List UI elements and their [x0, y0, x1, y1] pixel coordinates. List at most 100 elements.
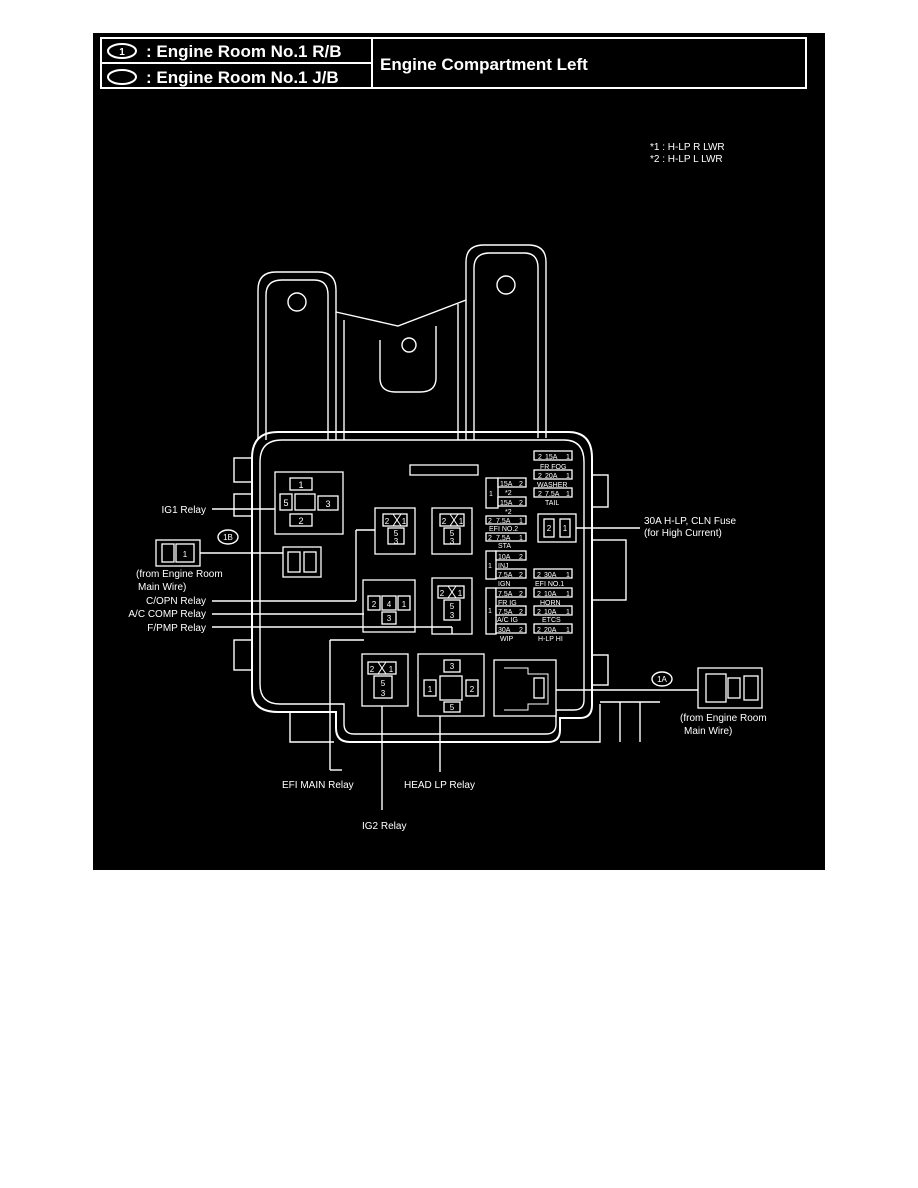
jb-legend-label: : Engine Room No.1 J/B	[146, 68, 339, 87]
svg-text:2: 2	[537, 591, 541, 598]
fuse-30a-label: 30A H-LP, CLN Fuse	[644, 516, 737, 527]
ig1-relay-label: IG1 Relay	[162, 505, 206, 516]
svg-text:2: 2	[519, 609, 523, 616]
svg-text:2: 2	[537, 572, 541, 579]
svg-text:TAIL: TAIL	[545, 500, 559, 507]
svg-text:4: 4	[387, 600, 392, 609]
svg-text:1: 1	[183, 550, 188, 559]
mount-hole-left-icon	[287, 292, 307, 312]
svg-text:2: 2	[519, 572, 523, 579]
svg-text:WASHER: WASHER	[537, 482, 567, 489]
svg-text:A/C IG: A/C IG	[497, 617, 518, 624]
svg-text:7.5A: 7.5A	[496, 518, 511, 525]
svg-text:30A: 30A	[544, 572, 557, 579]
svg-text:1: 1	[566, 609, 570, 616]
svg-text:10A: 10A	[544, 591, 557, 598]
svg-text:5: 5	[283, 498, 288, 508]
rb-symbol-icon	[107, 43, 137, 59]
svg-text:3: 3	[381, 689, 386, 698]
connector-1a: 1A (from Engine Room Main Wire)	[556, 667, 767, 737]
fpmp-relay-label: F/PMP Relay	[147, 623, 206, 634]
connector-1b-label: 1B	[223, 533, 233, 542]
connector-1b: 1 1B (from Engine Room Main Wire)	[136, 529, 283, 593]
svg-text:3: 3	[387, 614, 392, 623]
connector-1a-slot	[493, 659, 557, 717]
fuse-column-a: 2 15A 1 FR FOG 2 20A 1 WASHER 2 7.5A 1 T…	[533, 450, 573, 507]
svg-text:HORN: HORN	[540, 600, 561, 607]
svg-text:10A: 10A	[498, 554, 511, 561]
svg-text:IGN: IGN	[498, 581, 510, 588]
svg-text:EFI NO.2: EFI NO.2	[489, 526, 518, 533]
fuse-30a: 2 1	[537, 513, 577, 543]
head-lp-relay: 3 1 2 5	[417, 653, 485, 717]
svg-text:15A: 15A	[500, 481, 513, 488]
svg-text:7.5A: 7.5A	[545, 491, 560, 498]
svg-text:2: 2	[538, 473, 542, 480]
svg-text:2: 2	[298, 516, 303, 526]
rb-legend-label: : Engine Room No.1 R/B	[146, 42, 342, 61]
svg-text:2: 2	[538, 491, 542, 498]
header-table: 1 : Engine Room No.1 R/B : Engine Room N…	[100, 37, 807, 89]
fuse-column-b: 1 15A 2 *2 15A 2 *2 2 7.5A 1 EFI NO.2 2 …	[485, 477, 527, 643]
jb-symbol-icon	[107, 69, 137, 85]
svg-text:1: 1	[298, 480, 303, 490]
svg-text:15A: 15A	[500, 500, 513, 507]
mount-hole-center-icon	[401, 337, 417, 353]
svg-text:1: 1	[566, 572, 570, 579]
efi-main-relay-label: EFI MAIN Relay	[282, 780, 354, 791]
fpmp-relay: 2 4 1 3	[362, 579, 416, 633]
connector-1b-note-2: Main Wire)	[138, 582, 186, 593]
svg-text:1: 1	[428, 685, 433, 694]
svg-text:3: 3	[450, 537, 455, 546]
svg-text:1: 1	[566, 491, 570, 498]
diagram-title: Engine Compartment Left	[380, 55, 588, 74]
note-1: *1 : H-LP R LWR	[650, 142, 725, 153]
svg-text:2: 2	[488, 518, 492, 525]
svg-text:WIP: WIP	[500, 636, 514, 643]
svg-text:20A: 20A	[545, 473, 558, 480]
svg-text:7.5A: 7.5A	[496, 535, 511, 542]
svg-text:1: 1	[402, 600, 407, 609]
acc-relay-label: A/C COMP Relay	[128, 609, 206, 620]
svg-text:STA: STA	[498, 543, 511, 550]
svg-text:10A: 10A	[544, 609, 557, 616]
copn-relay-label: C/OPN Relay	[146, 596, 206, 607]
svg-text:3: 3	[450, 611, 455, 620]
svg-text:15A: 15A	[545, 454, 558, 461]
head-lp-relay-label: HEAD LP Relay	[404, 780, 475, 791]
svg-text:2: 2	[385, 517, 390, 526]
acc-relay: 2 1 5 3	[431, 507, 473, 555]
svg-text:2: 2	[537, 627, 541, 634]
svg-text:*2: *2	[505, 490, 512, 497]
svg-text:ETCS: ETCS	[542, 617, 561, 624]
connector-1a-note-1: (from Engine Room	[680, 713, 767, 724]
svg-text:1: 1	[489, 491, 493, 498]
svg-text:2: 2	[470, 685, 475, 694]
svg-text:FR IG: FR IG	[498, 600, 517, 607]
rb-symbol-number: 1	[119, 47, 125, 58]
svg-text:2: 2	[372, 600, 377, 609]
svg-text:1: 1	[458, 589, 463, 598]
svg-text:1: 1	[566, 591, 570, 598]
ig2-relay-label: IG2 Relay	[362, 821, 406, 832]
efi-main-relay: 2 1 5 3	[361, 653, 409, 707]
svg-text:1: 1	[566, 454, 570, 461]
svg-text:2: 2	[519, 481, 523, 488]
svg-text:7.5A: 7.5A	[498, 591, 513, 598]
ig1-relay: 1 5 3 2	[274, 471, 344, 535]
svg-text:7.5A: 7.5A	[498, 609, 513, 616]
svg-text:1: 1	[519, 535, 523, 542]
callout-lines	[212, 508, 640, 810]
connector-1a-tag-icon	[651, 671, 673, 687]
diagram-panel	[93, 33, 825, 870]
svg-text:3: 3	[394, 537, 399, 546]
svg-text:1: 1	[566, 473, 570, 480]
svg-text:30A: 30A	[498, 627, 511, 634]
svg-text:2: 2	[519, 627, 523, 634]
connector-1a-note-2: Main Wire)	[684, 726, 732, 737]
mount-hole-right-icon	[496, 275, 516, 295]
connector-1b-note-1: (from Engine Room	[136, 569, 223, 580]
svg-text:1: 1	[488, 563, 492, 570]
svg-text:3: 3	[450, 662, 455, 671]
